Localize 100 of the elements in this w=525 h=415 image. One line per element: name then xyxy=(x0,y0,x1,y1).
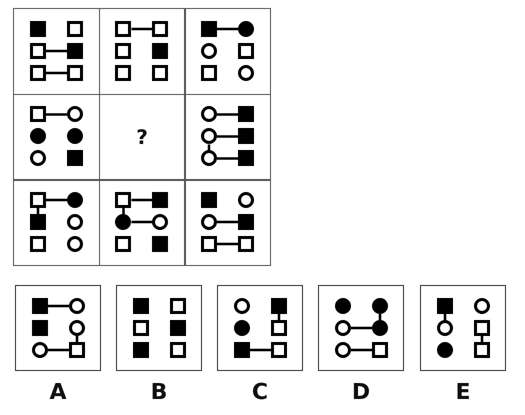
connector-line xyxy=(36,208,40,214)
circle-symbol xyxy=(334,320,350,336)
connector-line xyxy=(278,314,280,320)
square-symbol xyxy=(152,20,168,36)
puzzle-cell xyxy=(184,94,271,180)
filled-square-symbol xyxy=(152,42,168,58)
filled-circle-symbol xyxy=(234,320,250,336)
puzzle-cell xyxy=(184,8,271,95)
circle-symbol xyxy=(66,236,82,252)
connector-line xyxy=(48,304,69,308)
circle-symbol xyxy=(436,320,452,336)
square-symbol xyxy=(30,236,46,252)
answer-option-frame xyxy=(116,285,202,371)
filled-square-symbol xyxy=(66,150,82,166)
square-symbol xyxy=(30,192,46,208)
filled-square-symbol xyxy=(30,20,46,36)
circle-symbol xyxy=(234,298,250,314)
square-symbol xyxy=(200,64,216,80)
filled-square-symbol xyxy=(132,342,148,358)
filled-circle-symbol xyxy=(115,214,131,230)
square-symbol xyxy=(152,64,168,80)
connector-line xyxy=(250,348,271,352)
filled-square-symbol xyxy=(200,20,216,36)
filled-square-symbol xyxy=(152,192,168,208)
connector-line xyxy=(217,157,238,160)
filled-square-symbol xyxy=(238,150,254,166)
puzzle-cell xyxy=(98,8,186,95)
circle-symbol xyxy=(200,150,216,166)
circle-symbol xyxy=(200,42,216,58)
circle-symbol xyxy=(200,106,216,122)
connector-line xyxy=(208,144,210,150)
filled-square-symbol xyxy=(270,298,286,314)
filled-square-symbol xyxy=(238,106,254,122)
filled-square-symbol xyxy=(238,214,254,230)
filled-square-symbol xyxy=(436,298,452,314)
option-letter: D xyxy=(350,380,372,406)
puzzle-cell xyxy=(13,94,100,180)
filled-square-symbol xyxy=(200,192,216,208)
filled-circle-symbol xyxy=(238,20,254,36)
filled-circle-symbol xyxy=(372,298,388,314)
circle-symbol xyxy=(66,214,82,230)
connector-line xyxy=(132,28,152,30)
question-mark: ? xyxy=(136,125,148,149)
connector-line xyxy=(351,348,372,352)
filled-square-symbol xyxy=(152,236,168,252)
puzzle-cell xyxy=(98,179,186,266)
square-symbol xyxy=(200,236,216,252)
option-letter: C xyxy=(250,380,270,406)
square-symbol xyxy=(115,192,131,208)
circle-symbol xyxy=(238,192,254,208)
connector-line xyxy=(46,72,67,74)
filled-square-symbol xyxy=(66,42,82,58)
circle-symbol xyxy=(68,298,84,314)
connector-line xyxy=(217,135,238,138)
square-symbol xyxy=(66,64,82,80)
answer-option-frame xyxy=(217,285,303,371)
connector-line xyxy=(132,198,152,202)
square-symbol xyxy=(170,342,186,358)
square-symbol xyxy=(115,42,131,58)
option-letter: A xyxy=(48,380,68,406)
circle-symbol xyxy=(334,342,350,358)
connector-line xyxy=(46,198,67,202)
filled-square-symbol xyxy=(238,128,254,144)
circle-symbol xyxy=(238,64,254,80)
filled-circle-symbol xyxy=(334,298,350,314)
filled-circle-symbol xyxy=(66,192,82,208)
square-symbol xyxy=(132,320,148,336)
circle-symbol xyxy=(152,214,168,230)
option-letter: E xyxy=(454,380,472,406)
square-symbol xyxy=(474,342,490,358)
square-symbol xyxy=(30,64,46,80)
connector-line xyxy=(217,242,238,246)
connector-line xyxy=(48,348,69,352)
square-symbol xyxy=(238,42,254,58)
filled-square-symbol xyxy=(170,320,186,336)
square-symbol xyxy=(66,20,82,36)
filled-square-symbol xyxy=(32,320,48,336)
circle-symbol xyxy=(200,214,216,230)
square-symbol xyxy=(474,320,490,336)
filled-square-symbol xyxy=(32,298,48,314)
square-symbol xyxy=(170,298,186,314)
square-symbol xyxy=(270,320,286,336)
connector-line xyxy=(217,113,238,116)
answer-option-frame xyxy=(15,285,101,371)
puzzle-cell xyxy=(184,179,271,266)
square-symbol xyxy=(372,342,388,358)
circle-symbol xyxy=(66,106,82,122)
square-symbol xyxy=(115,64,131,80)
square-symbol xyxy=(30,42,46,58)
square-symbol xyxy=(238,236,254,252)
puzzle-cell xyxy=(13,179,100,266)
connector-line xyxy=(132,220,152,224)
circle-symbol xyxy=(30,150,46,166)
option-letter: B xyxy=(150,380,168,406)
connector-line xyxy=(46,50,67,52)
square-symbol xyxy=(115,20,131,36)
square-symbol xyxy=(270,342,286,358)
connector-line xyxy=(351,326,372,330)
filled-circle-symbol xyxy=(30,128,46,144)
filled-circle-symbol xyxy=(66,128,82,144)
